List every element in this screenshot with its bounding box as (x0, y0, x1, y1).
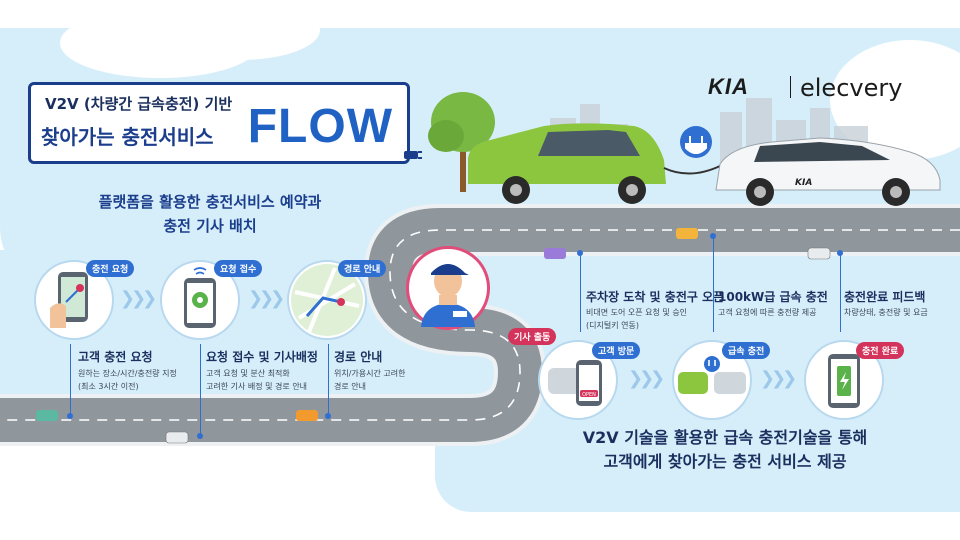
left-heading-line-1: 플랫폼을 활용한 충전서비스 예약과 (98, 193, 322, 211)
small-car (807, 247, 831, 260)
logo-divider (790, 76, 791, 98)
step-request-desc-2: (최소 3시간 이전) (78, 382, 139, 391)
tag-receive: 요청 접수 (214, 260, 263, 277)
chevrons-icon: ❯❯❯ (760, 368, 797, 389)
step-request-circle (34, 260, 114, 340)
small-car (36, 410, 58, 421)
step-complete-desc-1: 차량상태, 충전량 및 요금 (844, 308, 928, 317)
small-car (296, 410, 318, 421)
map-route-icon (291, 264, 363, 336)
connector-dot (837, 250, 843, 256)
tag-complete: 충전 완료 (856, 342, 905, 359)
phone-battery-icon (828, 354, 860, 408)
connector-dot (577, 250, 583, 256)
title-line-2: 찾아가는 충전서비스 (41, 125, 214, 149)
technician-icon (421, 264, 475, 327)
phone-map-icon (50, 272, 88, 328)
tag-visit: 고객 방문 (592, 342, 641, 359)
chevrons-icon: ❯❯❯ (120, 288, 157, 309)
kia-logo: KIA (708, 74, 749, 99)
car-decal: KIA (795, 178, 813, 188)
connector-line (713, 236, 714, 332)
small-car (544, 248, 566, 259)
small-car (165, 431, 189, 444)
connector-dot (710, 233, 716, 239)
step-receive-title: 요청 접수 및 기사배정 (206, 350, 318, 364)
connector-line (580, 252, 581, 332)
v2v-charging-icon (678, 356, 746, 394)
connector-line (840, 252, 841, 332)
cars-illustration (428, 92, 941, 206)
connector-dot (67, 413, 73, 419)
step-receive-circle (160, 260, 240, 340)
step-visit-title: 주차장 도착 및 충전구 오픈 (586, 290, 725, 304)
left-heading-line-2: 충전 기사 배치 (163, 217, 257, 235)
connector-dot (325, 413, 331, 419)
connector-dot (197, 433, 203, 439)
step-visit-desc-2: (디지털키 연동) (586, 321, 639, 330)
chevrons-icon: ❯❯❯ (628, 368, 665, 389)
step-route-title: 경로 안내 (334, 350, 383, 364)
title-box: V2V (차량간 급속충전) 기반 찾아가는 충전서비스 FLOW (28, 82, 410, 164)
flow-wordmark: FLOW (247, 100, 393, 153)
tag-route: 경로 안내 (338, 260, 387, 277)
small-car (676, 228, 698, 239)
step-visit-desc-1: 비대면 도어 오픈 요청 및 승인 (586, 308, 688, 317)
bottom-message-line-2: 고객에게 찾아가는 충전 서비스 제공 (603, 452, 847, 471)
left-heading: 플랫폼을 활용한 충전서비스 예약과 충전 기사 배치 (60, 190, 360, 238)
step-route-desc-2: 경로 안내 (334, 382, 366, 391)
step-route-circle (287, 260, 367, 340)
plug-icon (404, 151, 422, 159)
step-complete-title: 충전완료 피드백 (844, 290, 926, 304)
driver-circle (406, 246, 490, 330)
open-badge: OPEN (582, 392, 596, 398)
step-request-title: 고객 충전 요청 (78, 350, 153, 364)
tag-charge: 급속 충전 (722, 342, 771, 359)
step-receive-desc-2: 고려한 기사 배정 및 경로 안내 (206, 382, 308, 391)
connector-line (70, 344, 71, 416)
bottom-message-line-1: V2V 기술을 활용한 급속 충전기술을 통해 (582, 428, 868, 447)
phone-unlock-icon: OPEN (548, 360, 602, 406)
step-charge-title: 100kW급 급속 충전 (718, 290, 828, 304)
step-receive-desc-1: 고객 요청 및 분산 최적화 (206, 369, 290, 378)
title-line-1: V2V (차량간 급속충전) 기반 (45, 95, 233, 113)
step-request-desc-1: 원하는 장소/시간/충전량 지정 (78, 369, 177, 378)
connector-line (328, 344, 329, 416)
elecvery-logo: elecvery (800, 74, 903, 102)
cloud (160, 0, 320, 60)
phone-pin-icon (184, 267, 216, 328)
step-charge-desc-1: 고객 요청에 따른 충전량 제공 (718, 308, 817, 317)
chevrons-icon: ❯❯❯ (248, 288, 285, 309)
tag-request: 충전 요청 (86, 260, 135, 277)
bottom-message: V2V 기술을 활용한 급속 충전기술을 통해 고객에게 찾아가는 충전 서비스… (520, 426, 930, 474)
step-route-desc-1: 위치/가용시간 고려한 (334, 369, 406, 378)
connector-line (200, 344, 201, 436)
tag-dispatch: 기사 출동 (508, 328, 557, 345)
